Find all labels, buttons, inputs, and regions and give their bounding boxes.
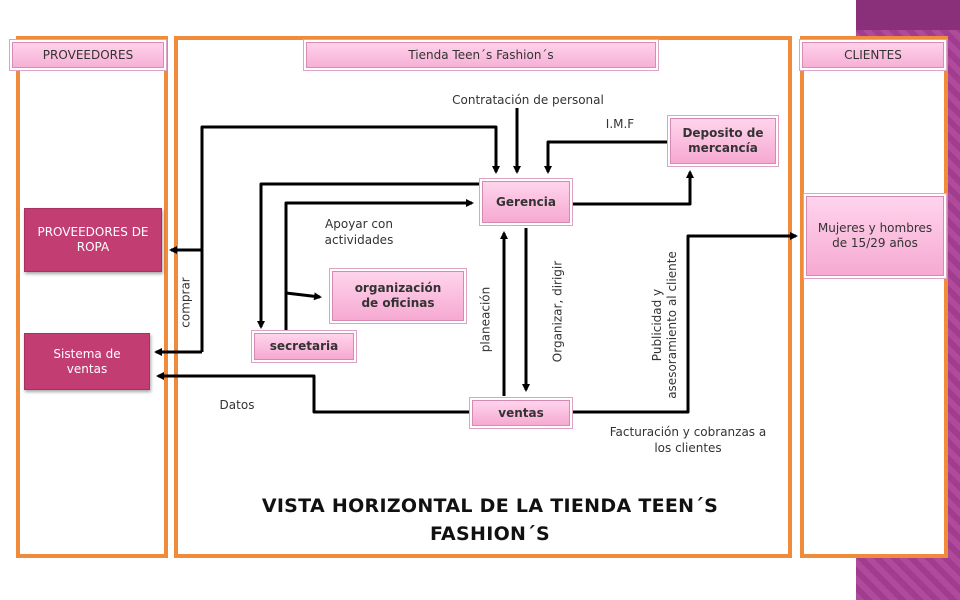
arrow-ventas-to-sistema xyxy=(156,372,472,414)
label-publicidad: Publicidad y asesoramiento al cliente xyxy=(650,251,679,399)
label-imf: I.M.F xyxy=(605,117,635,131)
arrow-gerencia-to-deposito xyxy=(572,170,694,206)
node-sistema-ventas: Sistema de ventas xyxy=(24,333,150,390)
label-apoyar: Apoyar con actividades xyxy=(324,217,394,247)
panel-proveedores xyxy=(16,36,168,558)
arrow-secretaria-to-organizacion xyxy=(285,291,322,301)
label-facturacion: Facturación y cobranzas a los clientes xyxy=(609,425,767,455)
label-planeacion: planeación xyxy=(478,286,493,353)
node-mujeres-hombres: Mujeres y hombres de 15/29 años xyxy=(806,196,944,276)
arrow-deposito-to-gerencia xyxy=(544,140,670,174)
panel-clientes-title: CLIENTES xyxy=(802,42,944,68)
panel-clientes xyxy=(800,36,948,558)
panel-proveedores-title: PROVEEDORES xyxy=(12,42,164,68)
label-organizar: Organizar, dirigir xyxy=(550,260,565,363)
side-strip-band xyxy=(856,0,960,30)
diagram-title: VISTA HORIZONTAL DE LA TIENDA TEEN´S FAS… xyxy=(261,495,719,545)
node-organizacion: organización de oficinas xyxy=(332,271,464,321)
label-datos: Datos xyxy=(219,398,255,412)
node-gerencia: Gerencia xyxy=(482,181,570,223)
label-contratacion: Contratación de personal xyxy=(452,93,604,107)
arrow-loop-top xyxy=(200,125,500,352)
arrow-gerencia-to-secretaria xyxy=(257,182,480,329)
node-proveedores-ropa: PROVEEDORES DE ROPA xyxy=(24,208,162,272)
arrow-ventas-to-clientes xyxy=(572,232,798,414)
arrow-secretaria-to-gerencia xyxy=(284,199,474,336)
node-ventas: ventas xyxy=(472,400,570,426)
node-secretaria: secretaria xyxy=(254,333,354,360)
node-deposito: Deposito de mercancía xyxy=(670,118,776,164)
label-comprar: comprar xyxy=(178,277,193,328)
panel-tienda-title: Tienda Teen´s Fashion´s xyxy=(306,42,656,68)
